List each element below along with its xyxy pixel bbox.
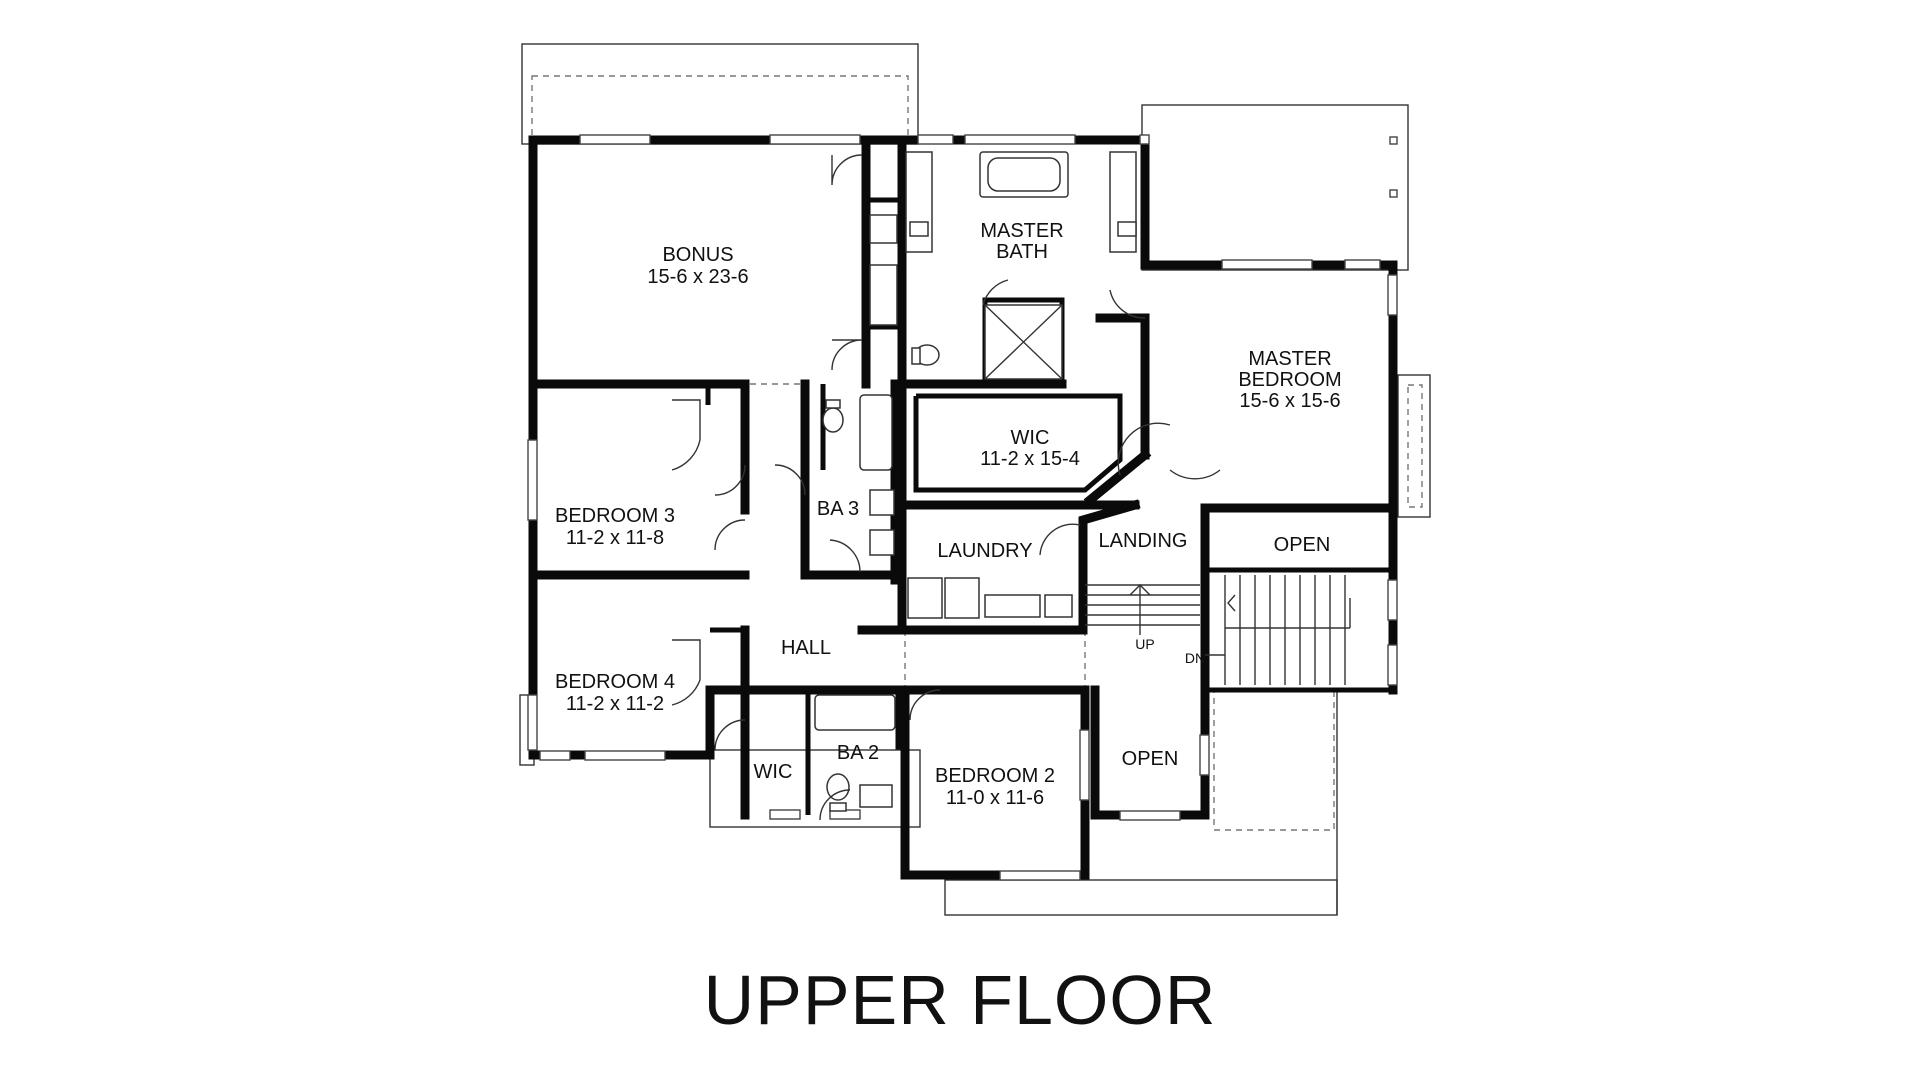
stairs [1085,575,1351,685]
bonus-dim: 15-6 x 23-6 [647,266,748,288]
hall-label: HALL [781,637,831,659]
bedroom2-label: BEDROOM 2 [935,765,1055,787]
bedroom4-label: BEDROOM 4 [555,671,675,693]
room-labels: BONUS 15-6 x 23-6 MASTER BATH MASTER BED… [555,220,1342,809]
doors [671,154,1221,821]
wic-small-label: WIC [754,761,793,783]
master-bedroom-label-1: MASTER [1248,348,1331,370]
windows [527,134,1398,881]
ba3-label: BA 3 [817,498,859,520]
master-bedroom-label-2: BEDROOM [1238,369,1341,391]
fixtures [814,151,1137,812]
stairs-down-label: DN [1185,650,1205,666]
wic-master-label: WIC [1011,427,1050,449]
master-bath-label-2: BATH [996,241,1048,263]
stairs-up-label: UP [1135,636,1154,652]
bonus-label: BONUS [662,244,733,266]
bedroom3-dim: 11-2 x 11-8 [566,527,664,549]
master-bedroom-dim: 15-6 x 15-6 [1239,390,1340,412]
bedroom3-label: BEDROOM 3 [555,505,675,527]
bedroom4-dim: 11-2 x 11-2 [566,693,664,715]
ba2-label: BA 2 [837,742,879,764]
laundry-label: LAUNDRY [937,540,1032,562]
bedroom2-dim: 11-0 x 11-6 [946,787,1044,809]
master-bath-label-1: MASTER [980,220,1063,242]
floor-title: UPPER FLOOR [703,961,1217,1039]
wic-master-dim: 11-2 x 15-4 [980,448,1080,470]
landing-label: LANDING [1099,530,1188,552]
open-upper-label: OPEN [1274,534,1331,556]
stair-treads-down [1224,575,1351,685]
open-lower-label: OPEN [1122,748,1179,770]
walls [528,135,1398,880]
